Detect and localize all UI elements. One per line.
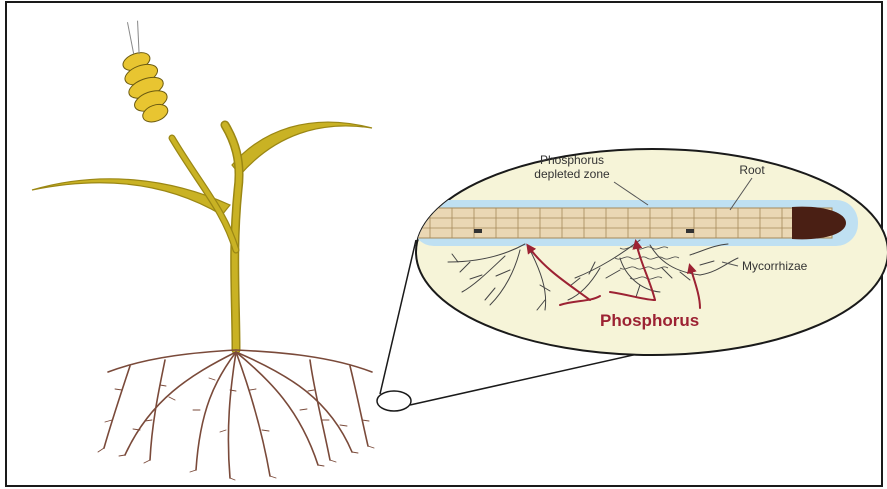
root-system: [104, 350, 372, 478]
right-leaf: [232, 122, 372, 175]
label-depleted-zone-line1: Phosphorus: [540, 153, 604, 167]
label-depleted-zone-line2: depleted zone: [534, 167, 610, 181]
magnifier-circle: [377, 391, 411, 411]
label-root: Root: [739, 163, 765, 177]
plant: [32, 18, 372, 350]
wheat-ear: [106, 18, 175, 127]
label-mycorrhizae: Mycorrhizae: [742, 259, 808, 273]
inset-root-view: Phosphorus depleted zone Root Mycorrhiza…: [412, 149, 887, 355]
root-band: [412, 208, 832, 238]
label-phosphorus: Phosphorus: [600, 311, 699, 330]
zoom-line-top: [380, 240, 416, 394]
